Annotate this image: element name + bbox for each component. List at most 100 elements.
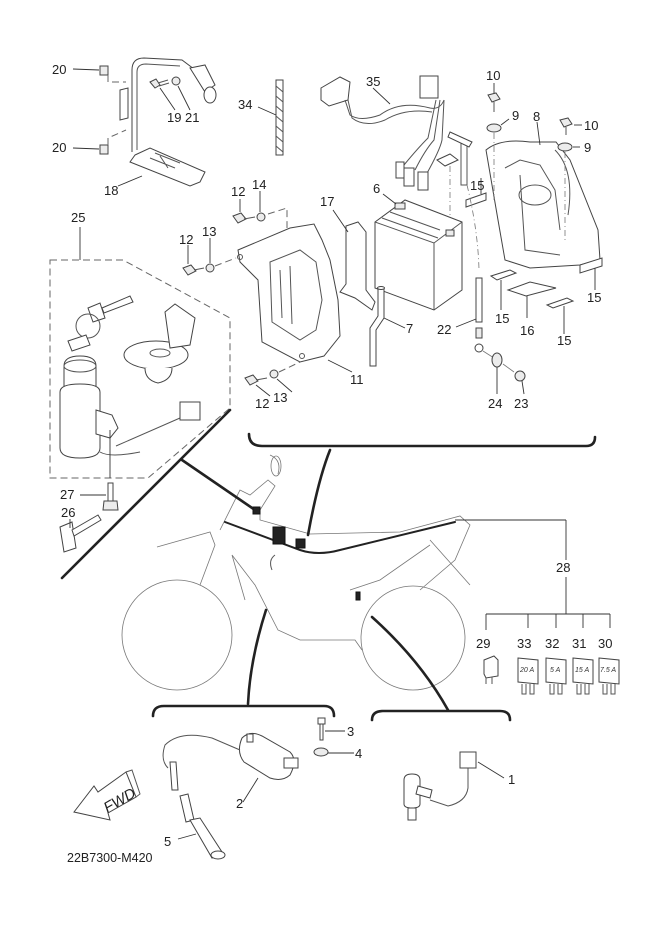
lead-22-crimp: [475, 327, 483, 339]
fuse-33-rating: 20 A: [519, 667, 534, 674]
leader-19: [159, 87, 176, 111]
nut-21: [171, 76, 181, 86]
callout-23: 23: [514, 396, 528, 411]
harness-block-large: [272, 526, 286, 545]
pad-15-upper: [465, 192, 487, 208]
callout-13-middle: 13: [202, 224, 216, 239]
bracket-clip-plate: [119, 87, 129, 121]
tube-body: [275, 79, 284, 156]
bolt-3-washer-4: [313, 717, 354, 757]
fuse-33-blades: [521, 684, 535, 695]
leader-13-bottom: [276, 378, 293, 393]
clip-nut-lower: [99, 144, 109, 155]
callout-24: 24: [488, 396, 502, 411]
body-outline: [219, 454, 471, 591]
callout-35: 35: [366, 74, 380, 89]
switch-lower-body: [59, 383, 101, 459]
pad-15-right: [545, 297, 575, 309]
lead-22-body: [475, 277, 483, 323]
callout-21: 21: [185, 110, 199, 125]
fuse-31: 15 A: [572, 657, 594, 695]
leader-20a: [72, 68, 100, 71]
callout-5: 5: [164, 834, 171, 849]
battery-edges: [374, 221, 463, 310]
bolt-12-top: [232, 212, 247, 224]
lead-22-eyelet: [474, 343, 484, 353]
washer-14-dash: [267, 207, 288, 228]
key-upper-blade: [101, 295, 134, 314]
leader-23: [521, 380, 525, 395]
harness-connector: [419, 75, 439, 99]
bolt-12-middle-shank: [193, 267, 205, 271]
washer-13-bottom-dash: [278, 361, 301, 373]
bolt-12-top-shank: [243, 216, 256, 220]
washer-13-middle: [205, 263, 215, 273]
callout-20-lower: 20: [52, 140, 66, 155]
box-recess: [269, 249, 323, 341]
callout-26: 26: [61, 505, 75, 520]
fuse-tree: [485, 577, 611, 630]
pads-15: [465, 178, 603, 334]
callout-15-upper: 15: [470, 178, 484, 193]
bolt-10-right: [559, 117, 573, 128]
coil-wire-on-bike: [270, 554, 276, 571]
nut-dash-lines: [107, 75, 127, 145]
harness-terminal-a: [395, 161, 405, 179]
screw-27-shank: [107, 482, 114, 502]
group-bracket-main: [247, 432, 597, 448]
bolt-3-head: [317, 717, 326, 725]
box-hole-front: [237, 254, 243, 260]
switch-connector: [179, 401, 201, 421]
callout-28: 28: [556, 560, 570, 575]
battery-terminal-pos: [445, 229, 455, 237]
harness-terminal-b: [403, 167, 415, 187]
sensor-body: [403, 773, 421, 809]
callout-6: 6: [373, 181, 380, 196]
fuel-cap-base: [144, 367, 173, 384]
harness-block-headstock: [252, 506, 261, 515]
key-lower-head: [67, 334, 91, 352]
battery-terminal-neg: [394, 202, 406, 210]
battery-body: [374, 199, 463, 311]
leader-22: [455, 318, 477, 328]
group-bracket-25: [60, 408, 232, 580]
callout-13-bottom: 13: [273, 390, 287, 405]
relay-body: [483, 655, 499, 679]
pad-15-left: [489, 269, 518, 281]
callout-17: 17: [320, 194, 334, 209]
pad-16: [506, 281, 557, 297]
screw-27-head: [102, 500, 119, 511]
wire-harness-35: [320, 75, 445, 191]
relay-29: [483, 655, 499, 684]
fuse-33: 20 A: [517, 657, 539, 695]
callout-15-right: 15: [557, 333, 571, 348]
battery-box-11: [237, 223, 353, 373]
leader-20b: [72, 147, 100, 150]
battery-band-17: [332, 209, 376, 311]
callout-18: 18: [104, 183, 118, 198]
box-body: [237, 223, 341, 363]
callout-25: 25: [71, 210, 85, 225]
pipe-end: [377, 286, 385, 290]
callout-12-top: 12: [231, 184, 245, 199]
leader-11: [327, 359, 353, 373]
callout-22: 22: [437, 322, 451, 337]
key-upper-head: [87, 302, 106, 323]
lead-sleeve: [460, 139, 468, 186]
fuse-31-body: [572, 657, 594, 685]
washer-4: [313, 747, 329, 757]
bolt-10-left: [487, 92, 501, 103]
harness-wire-c: [403, 99, 445, 176]
callout-12-middle: 12: [179, 232, 193, 247]
fuse-32-rating: 5 A: [550, 667, 561, 674]
bolt-19-shank: [157, 79, 170, 87]
key-26-blade: [71, 514, 102, 537]
callout-10-right: 10: [584, 118, 598, 133]
washer-24: [491, 352, 503, 368]
breather-pipe-7: [369, 286, 406, 367]
tube-stripes: [275, 85, 284, 153]
terminal-plate: [436, 153, 459, 167]
bolt-3-shank: [319, 723, 324, 741]
main-switch-group-25: [49, 227, 231, 479]
callout-32: 32: [545, 636, 559, 651]
